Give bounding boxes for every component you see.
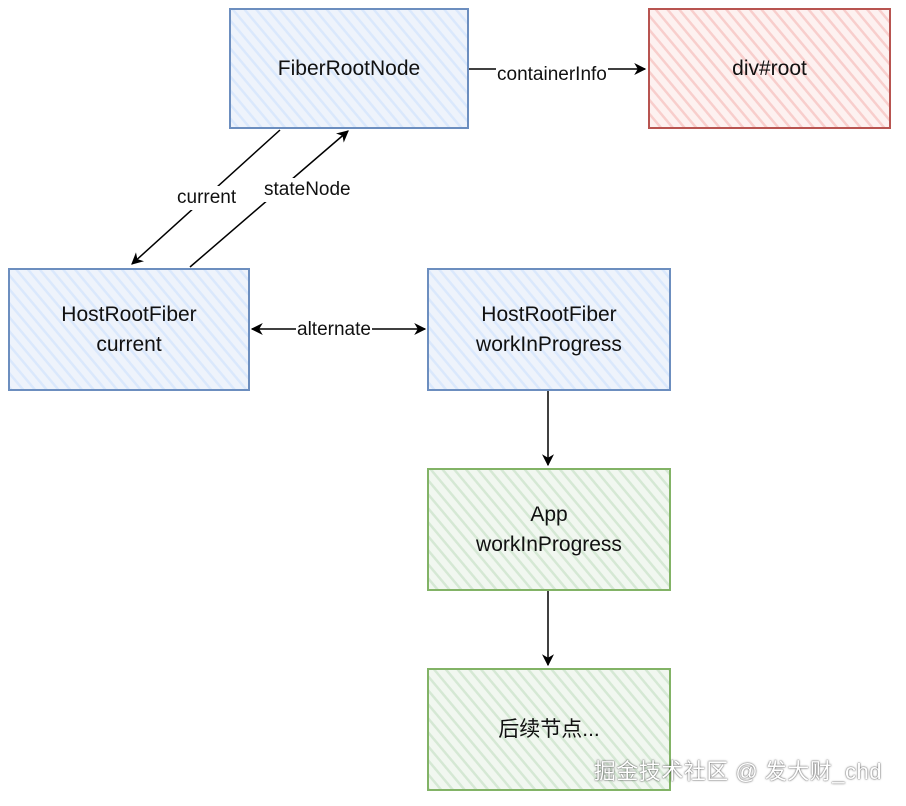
app-wip-line2: workInProgress xyxy=(476,532,622,556)
app-wip-line1: App xyxy=(530,502,568,526)
app-wip-fill xyxy=(428,469,670,590)
app-wip-node[interactable]: App workInProgress xyxy=(427,468,671,591)
div-root-fill xyxy=(649,9,890,128)
watermark-text: 掘金技术社区 @ 发大财_chd xyxy=(593,759,882,784)
fiber-root-node[interactable]: FiberRootNode xyxy=(229,8,469,129)
div-root-node[interactable]: div#root xyxy=(648,8,891,129)
edge-label-alternate: alternate xyxy=(296,318,372,342)
host-root-fiber-current-node[interactable]: HostRootFiber current xyxy=(8,268,250,391)
host-root-fiber-wip-line2: workInProgress xyxy=(476,332,622,356)
fiber-root-node-fill xyxy=(230,9,468,128)
subsequent-nodes-node[interactable]: 后续节点... xyxy=(427,668,671,791)
edge-label-container-info: containerInfo xyxy=(496,63,608,87)
edge-label-current: current xyxy=(176,186,238,210)
subsequent-nodes-label: 后续节点... xyxy=(498,717,600,741)
host-root-fiber-current-fill xyxy=(9,269,249,390)
subsequent-nodes-fill xyxy=(428,669,670,790)
fiber-root-node-label: FiberRootNode xyxy=(277,56,421,80)
host-root-fiber-wip-fill xyxy=(428,269,670,390)
div-root-label: div#root xyxy=(732,56,807,80)
host-root-fiber-wip-line1: HostRootFiber xyxy=(481,302,617,326)
host-root-fiber-current-line2: current xyxy=(96,332,162,356)
host-root-fiber-current-line1: HostRootFiber xyxy=(61,302,197,326)
edge-label-state-node: stateNode xyxy=(263,178,352,202)
host-root-fiber-wip-node[interactable]: HostRootFiber workInProgress xyxy=(427,268,671,391)
